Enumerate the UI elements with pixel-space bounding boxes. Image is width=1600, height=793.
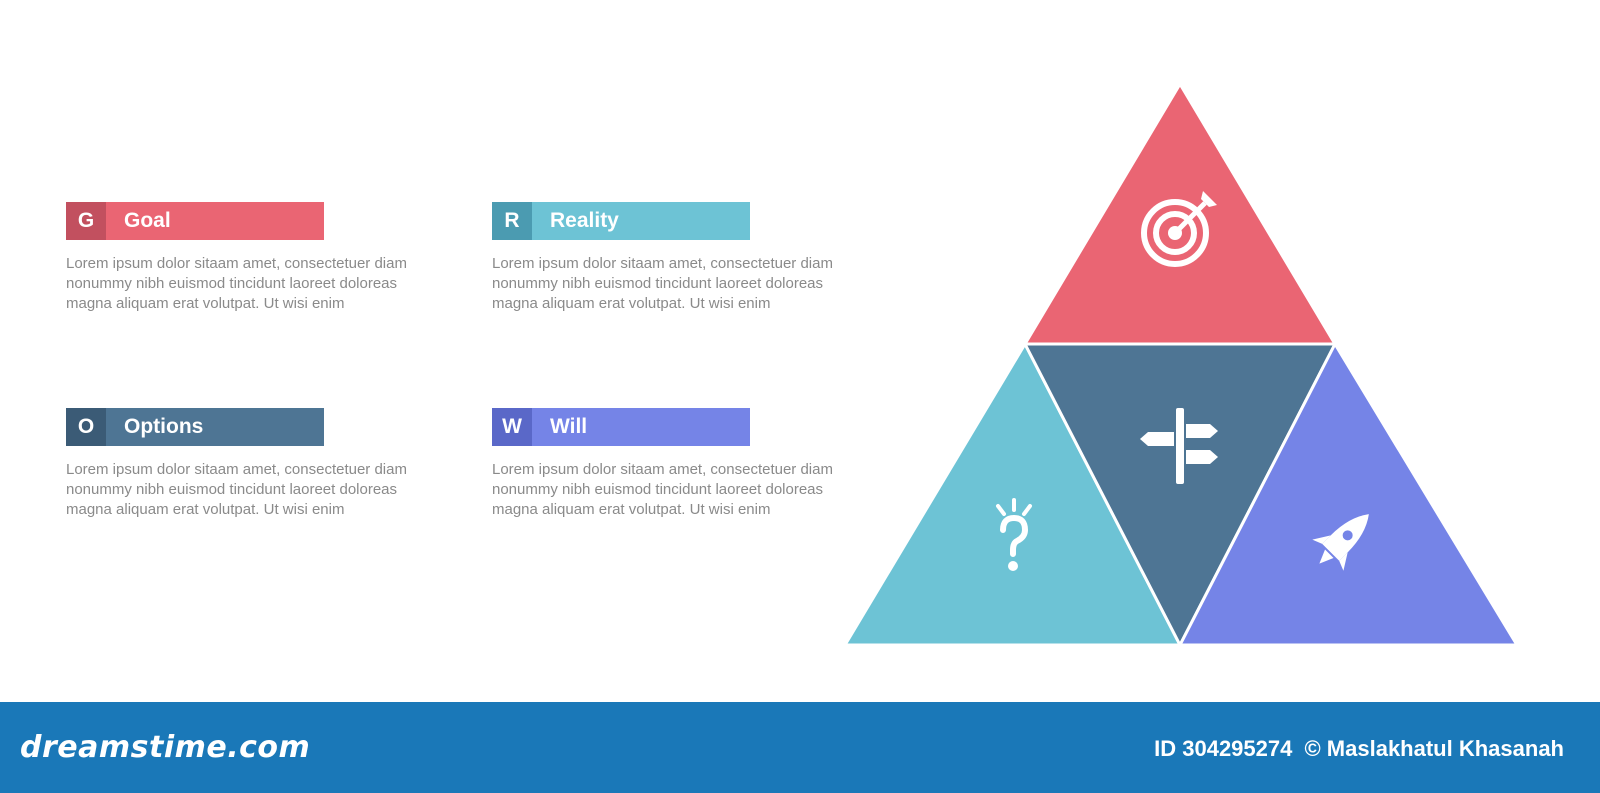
target-arrow-icon <box>1141 191 1217 267</box>
card-reality-title: Reality <box>550 209 619 232</box>
footer-brand[interactable]: dreamstime.com <box>20 730 311 765</box>
card-will-title: Will <box>550 415 588 438</box>
card-reality-body: Lorem ipsum dolor sitaam amet, consectet… <box>492 255 833 312</box>
card-goal-header: G Goal <box>66 202 324 240</box>
rocket-icon <box>1312 514 1369 571</box>
signpost-icon <box>1140 408 1218 484</box>
question-mark-icon <box>996 498 1032 571</box>
card-will: W Will Lorem ipsum dolor sitaam amet, co… <box>492 408 852 520</box>
card-reality-letter: R <box>492 202 532 240</box>
card-goal-body: Lorem ipsum dolor sitaam amet, consectet… <box>66 255 407 312</box>
card-will-header: W Will <box>492 408 750 446</box>
footer-band: dreamstime.com ID 304295274 © Maslakhatu… <box>0 702 1600 793</box>
card-options-body: Lorem ipsum dolor sitaam amet, consectet… <box>66 461 407 518</box>
footer-credit-id: ID 304295274 <box>1154 736 1293 761</box>
card-will-letter: W <box>492 408 532 446</box>
card-reality: R Reality Lorem ipsum dolor sitaam amet,… <box>492 202 852 314</box>
grow-pyramid-diagram <box>845 84 1520 647</box>
pyramid-will-segment <box>1177 340 1520 647</box>
card-options: O Options Lorem ipsum dolor sitaam amet,… <box>66 408 426 520</box>
footer-credit: ID 304295274 © Maslakhatul Khasanah <box>1154 736 1570 762</box>
card-goal-title: Goal <box>124 209 171 232</box>
card-options-letter: O <box>66 408 106 446</box>
card-will-body: Lorem ipsum dolor sitaam amet, consectet… <box>492 461 833 518</box>
card-goal: G Goal Lorem ipsum dolor sitaam amet, co… <box>66 202 426 314</box>
card-goal-letter: G <box>66 202 106 240</box>
card-options-header: O Options <box>66 408 324 446</box>
card-reality-header: R Reality <box>492 202 750 240</box>
footer-credit-author: © Maslakhatul Khasanah <box>1304 736 1564 761</box>
card-options-title: Options <box>124 415 204 438</box>
